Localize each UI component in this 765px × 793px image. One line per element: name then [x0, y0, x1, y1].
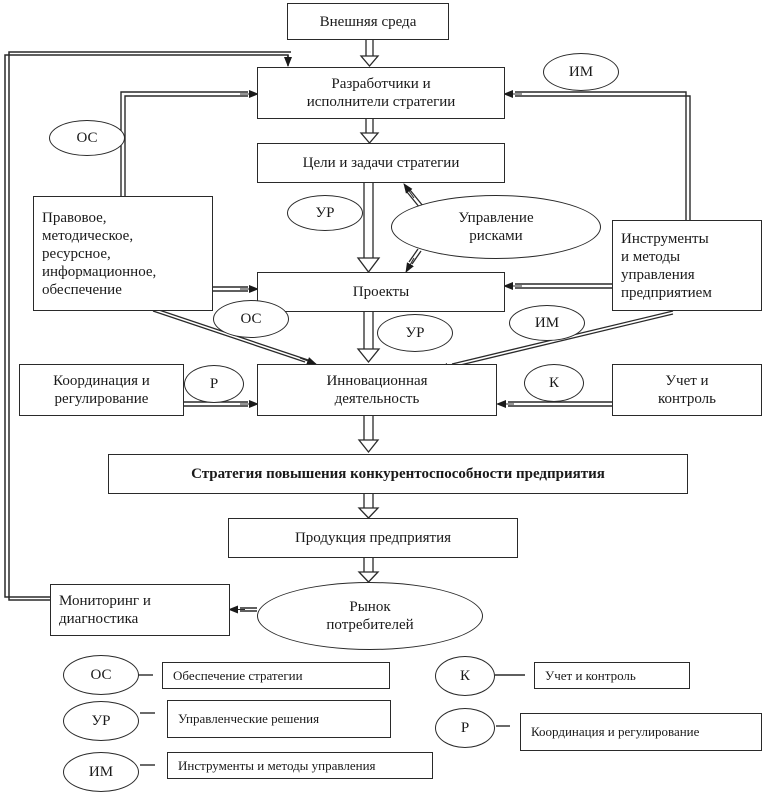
hollow-arrow-projects-to-innovation [356, 311, 381, 364]
connector-risk-to-projects [408, 248, 422, 265]
edge-label-k-accounting: К [524, 364, 584, 402]
node-competitiveness-strategy: Стратегия повышения конкурентоспособност… [108, 454, 688, 494]
edge-label-ur-goals: УР [287, 195, 363, 231]
edge-label-os-innovation: ОС [213, 300, 289, 338]
node-strategy-developers: Разработчики и исполнители стратегии [257, 67, 505, 119]
edge-label-ur-projects: УР [377, 314, 453, 352]
connector-market-to-monitoring [240, 607, 257, 612]
node-external-environment: Внешняя среда [287, 3, 449, 40]
legend-code-r: Р [435, 708, 495, 748]
connector-tools-to-projects [515, 283, 612, 289]
legend-connectors [137, 674, 525, 766]
edge-label-im-developers: ИМ [543, 53, 619, 91]
legend-code-im: ИМ [63, 752, 139, 792]
hollow-arrow-external-to-developers [359, 40, 380, 68]
node-risk-management: Управление рисками [391, 195, 601, 259]
legend-text-ur: Управленческие решения [167, 700, 391, 738]
hollow-arrow-innovation-to-strategy [357, 416, 380, 454]
legend-code-ur: УР [63, 701, 139, 741]
legend-code-os: ОС [63, 655, 139, 695]
legend-text-im: Инструменты и методы управления [167, 752, 433, 779]
legend-text-os: Обеспечение стратегии [162, 662, 390, 689]
node-strategy-goals: Цели и задачи стратегии [257, 143, 505, 183]
edge-label-r-coordination: Р [184, 365, 244, 403]
node-monitoring: Мониторинг и диагностика [50, 584, 230, 636]
node-enterprise-products: Продукция предприятия [228, 518, 518, 558]
node-accounting-control: Учет и контроль [612, 364, 762, 416]
legend-code-k: К [435, 656, 495, 696]
node-innovation-activity: Инновационная деятельность [257, 364, 497, 416]
hollow-arrow-goals-to-projects [356, 183, 381, 274]
node-coordination: Координация и регулирование [19, 364, 184, 416]
connector-support-to-projects [212, 286, 248, 292]
node-projects: Проекты [257, 272, 505, 312]
legend-text-r: Координация и регулирование [520, 713, 762, 751]
edge-label-im-innovation: ИМ [509, 305, 585, 341]
node-consumer-market: Рынок потребителей [257, 582, 483, 650]
node-management-tools: Инструменты и методы управления предприя… [612, 220, 762, 311]
connector-support-to-developers [120, 91, 248, 196]
connector-accounting-to-innovation [508, 401, 612, 407]
connector-tools-to-developers [515, 91, 691, 220]
hollow-arrow-products-to-market [357, 558, 380, 583]
edge-label-os-developers: ОС [49, 120, 125, 156]
hollow-arrow-strategy-to-products [357, 494, 380, 519]
hollow-arrow-developers-to-goals [359, 118, 380, 145]
node-support: Правовое, методическое, ресурсное, инфор… [33, 196, 213, 311]
legend-text-k: Учет и контроль [534, 662, 690, 689]
